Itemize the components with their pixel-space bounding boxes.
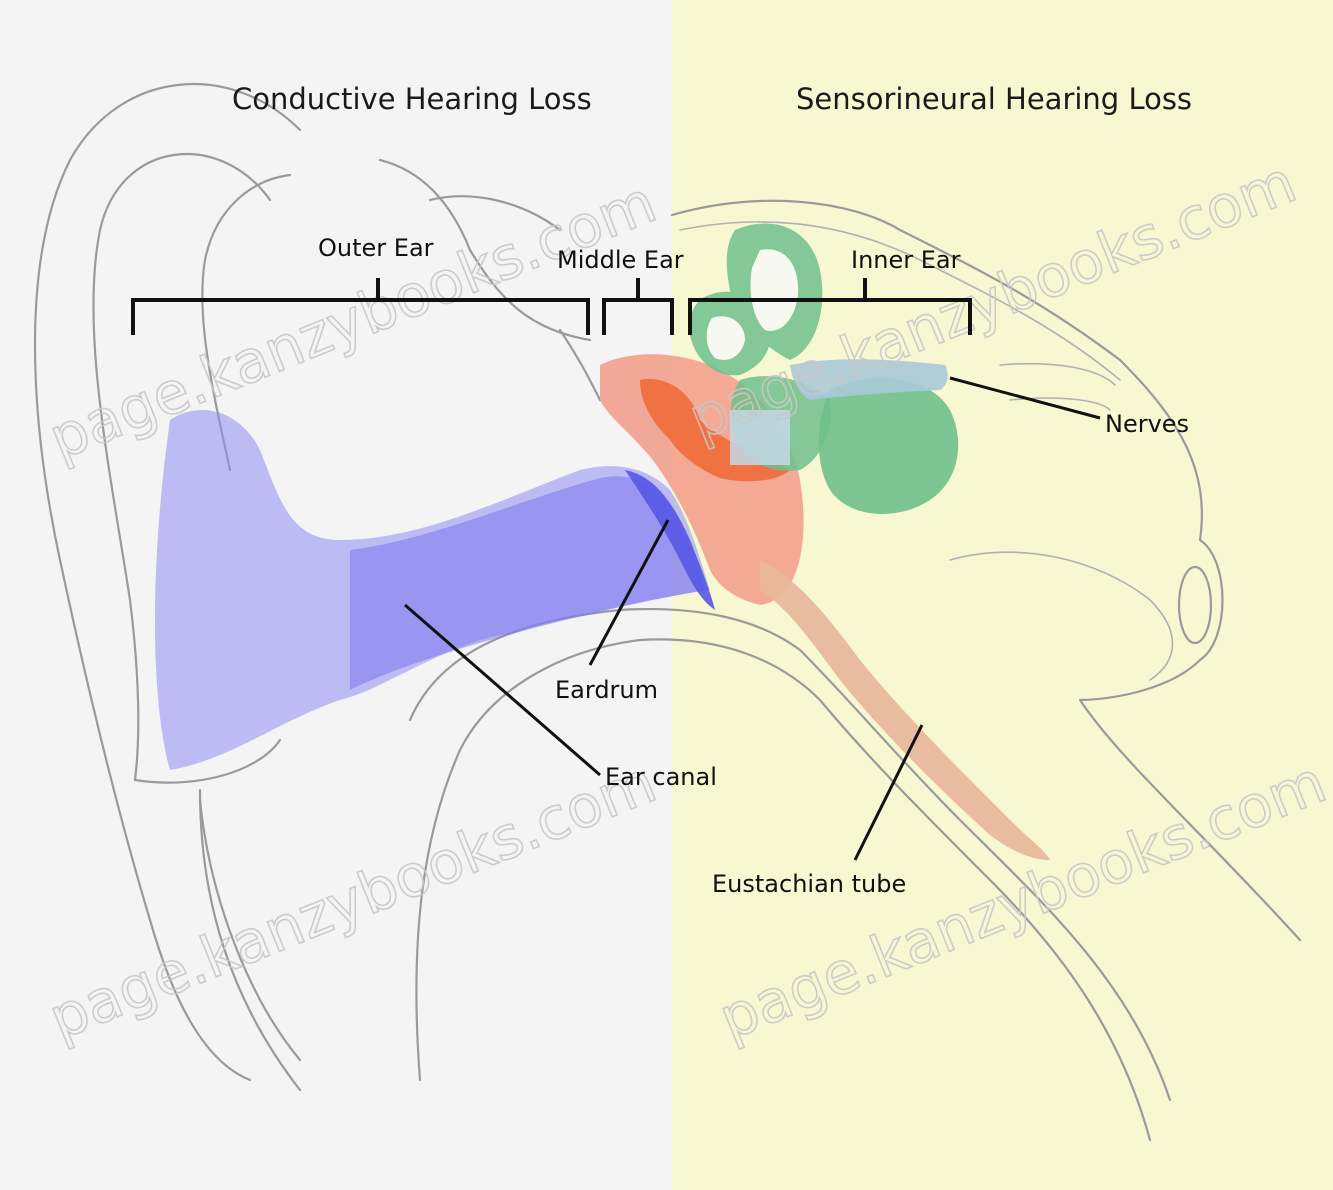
sensorineural-title: Sensorineural Hearing Loss: [796, 82, 1192, 116]
nerves-label: Nerves: [1105, 410, 1189, 438]
eardrum-label: Eardrum: [555, 676, 658, 704]
middle-ear-label: Middle Ear: [557, 246, 684, 274]
ear-canal-label: Ear canal: [605, 763, 717, 791]
eustachian-tube-label: Eustachian tube: [712, 870, 906, 898]
conductive-title: Conductive Hearing Loss: [232, 82, 592, 116]
outer-ear-label: Outer Ear: [318, 234, 434, 262]
inner-ear-label: Inner Ear: [851, 246, 961, 274]
